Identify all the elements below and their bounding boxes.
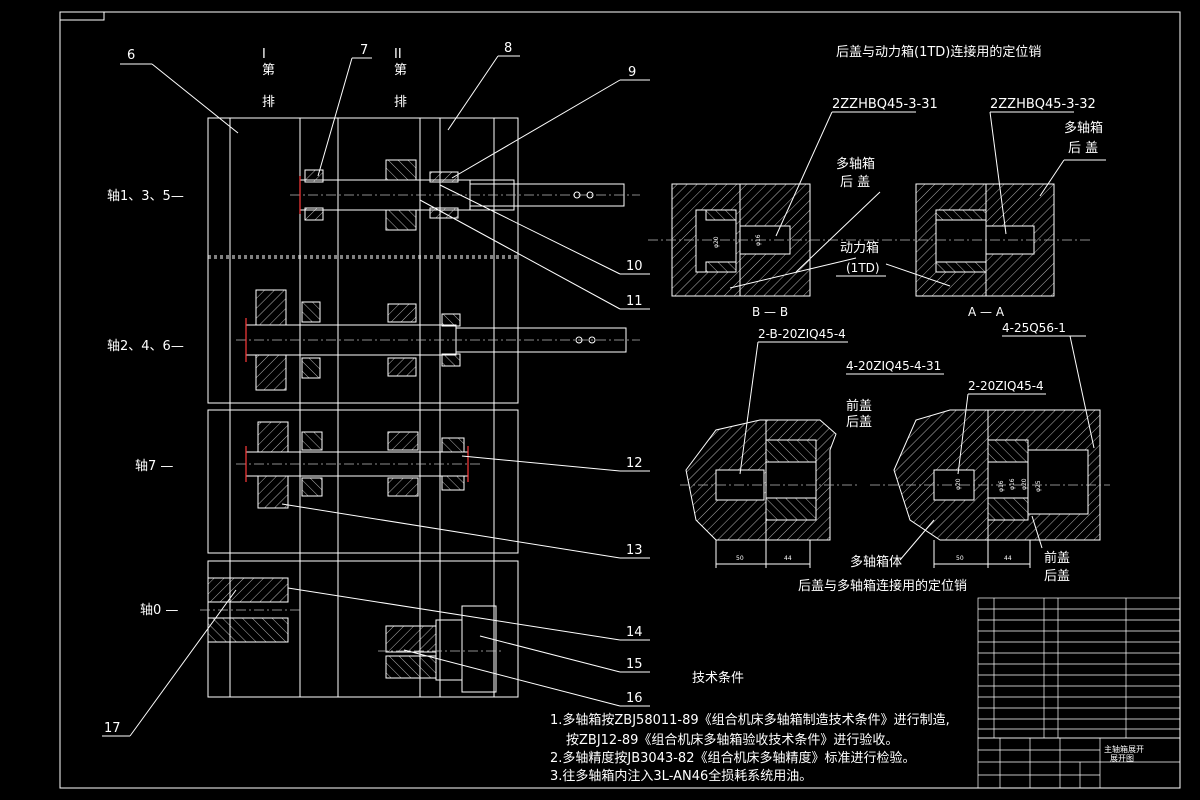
row2-heading-c: 排 <box>394 95 407 110</box>
axis-label-7: 轴7 — <box>135 459 173 474</box>
front-rear-label-1b: 后盖 <box>846 415 872 430</box>
top-right-texts: 2ZZHBQ45-3-31 2ZZHBQ45-3-32 多轴箱 后 盖 多轴箱 … <box>752 97 1103 319</box>
parts-list <box>977 597 1181 739</box>
shaft-7 <box>236 421 480 509</box>
dia-a: φ20 <box>713 236 720 248</box>
dim-44b: 44 <box>1004 555 1012 562</box>
dia-d: φ16 <box>998 480 1005 492</box>
tech-title: 技术条件 <box>692 670 744 686</box>
front-rear-label-2b: 后盖 <box>1044 569 1070 584</box>
mid-right-dimensions: 50 44 50 44 <box>715 540 1031 568</box>
dim-50b: 50 <box>956 555 964 562</box>
multibox-body-label: 多轴箱体 <box>850 554 902 570</box>
balloon-13: 13 <box>626 543 643 558</box>
row1-heading-b: 第 <box>262 63 275 78</box>
balloon-14: 14 <box>626 625 643 640</box>
dim-50a: 50 <box>736 555 744 562</box>
tech-line-4: 3.往多轴箱内注入3L-AN46全损耗系统用油。 <box>550 768 812 784</box>
balloon-11: 11 <box>626 294 643 309</box>
section-bb: φ20 φ16 <box>648 183 900 297</box>
technical-conditions: 技术条件 1.多轴箱按ZBJ58011-89《组合机床多轴箱制造技术条件》进行制… <box>550 670 950 784</box>
shaft-0 <box>200 577 504 693</box>
title-block <box>977 737 1181 789</box>
mb-rear-label-2b: 后 盖 <box>840 175 870 190</box>
section-aa <box>900 183 1090 297</box>
axis-label-246: 轴2、4、6— <box>107 339 184 354</box>
mid-right-leaders <box>739 335 1095 561</box>
row2-heading-a: II <box>394 47 402 62</box>
top-right-leaders <box>729 111 1106 289</box>
drawing-title-1: 主轴箱展开 <box>1104 744 1144 754</box>
front-rear-label-1a: 前盖 <box>846 398 872 414</box>
view-bb: B — B <box>752 305 788 319</box>
front-rear-label-2a: 前盖 <box>1044 550 1070 566</box>
drawing-title-2: 展开图 <box>1110 754 1134 763</box>
dia-b: φ16 <box>755 234 762 246</box>
dia-f: φ20 <box>1021 478 1028 490</box>
balloon-15: 15 <box>626 657 643 672</box>
balloon-9: 9 <box>628 65 636 80</box>
pin-section-right: φ20 φ16 φ16 φ20 φ25 <box>870 409 1110 541</box>
pin-section-left <box>680 419 860 541</box>
row2-heading-b: 第 <box>394 63 407 78</box>
tech-line-3: 2.多轴精度按JB3043-82《组合机床多轴精度》标准进行检验。 <box>550 750 915 766</box>
balloon-10: 10 <box>626 259 643 274</box>
row1-heading-a: I <box>262 47 266 62</box>
tech-line-1: 1.多轴箱按ZBJ58011-89《组合机床多轴箱制造技术条件》进行制造, <box>550 712 950 728</box>
balloon-8: 8 <box>504 41 512 56</box>
row-headings: I 第 排 II 第 排 <box>262 47 407 110</box>
balloon-12: 12 <box>626 456 643 471</box>
power-box-label-b: (1TD) <box>846 261 880 275</box>
pin-code-c: 4-25Q56-1 <box>1002 321 1066 335</box>
dim-44a: 44 <box>784 555 792 562</box>
balloon-6: 6 <box>127 48 135 63</box>
power-box-label-a: 动力箱 <box>840 240 879 256</box>
mb-rear-label-1a: 多轴箱 <box>1064 120 1103 136</box>
balloon-numbers: 6 7 8 9 10 11 12 13 14 15 16 17 <box>104 41 643 736</box>
aa-part-code: 2ZZHBQ45-3-32 <box>990 97 1096 112</box>
balloon-16: 16 <box>626 691 643 706</box>
pin-code-b: 4-20ZIQ45-4-31 <box>846 359 941 373</box>
balloon-7: 7 <box>360 43 368 58</box>
dia-g: φ25 <box>1035 480 1042 492</box>
balloon-17: 17 <box>104 721 121 736</box>
shaft-2-4-6 <box>236 289 640 391</box>
pin-code-d: 2-20ZIQ45-4 <box>968 379 1044 393</box>
dia-e: φ16 <box>1009 478 1016 490</box>
section-title-power-box: 后盖与动力箱(1TD)连接用的定位销 <box>836 44 1041 60</box>
dia-c: φ20 <box>955 478 962 490</box>
sheet-border <box>59 11 1181 789</box>
section-title-multibox: 后盖与多轴箱连接用的定位销 <box>798 578 967 594</box>
axis-label-135: 轴1、3、5— <box>107 189 184 204</box>
view-aa: A — A <box>968 305 1005 319</box>
tech-line-2: 按ZBJ12-89《组合机床多轴箱验收技术条件》进行验收。 <box>566 732 898 748</box>
mid-right-texts: 2-B-20ZIQ45-4 4-20ZIQ45-4-31 4-25Q56-1 2… <box>758 321 1070 594</box>
mb-rear-label-2a: 多轴箱 <box>836 156 875 172</box>
axis-labels: 轴1、3、5— 轴2、4、6— 轴7 — 轴0 — <box>107 189 184 618</box>
axis-label-0: 轴0 — <box>140 603 178 618</box>
row1-heading-c: 排 <box>262 95 275 110</box>
leader-lines <box>102 55 650 737</box>
bb-part-code: 2ZZHBQ45-3-31 <box>832 97 938 112</box>
mb-rear-label-1b: 后 盖 <box>1068 141 1098 156</box>
pin-code-a: 2-B-20ZIQ45-4 <box>758 327 846 341</box>
